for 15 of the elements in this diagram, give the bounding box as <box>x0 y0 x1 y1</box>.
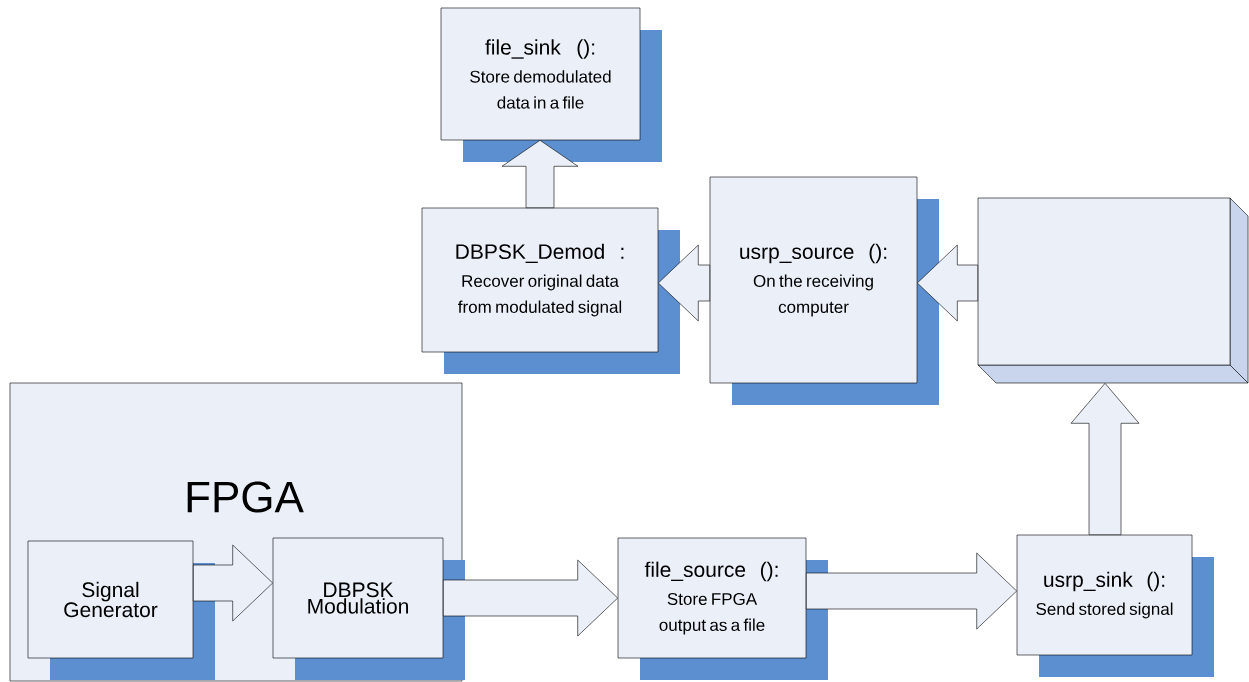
process-box: DBPSK_Demod : Recover original data from modulated signal <box>421 207 680 374</box>
process-box: usrp_sink (): Send stored signal <box>1016 534 1214 677</box>
block-arrow <box>917 244 978 322</box>
block-arrow <box>501 140 579 208</box>
block-arrow <box>806 552 1017 630</box>
block-arrow <box>1070 383 1140 535</box>
process-box: DBPSK Modulation <box>272 537 465 680</box>
process-box: Signal Generator <box>27 540 215 680</box>
block-arrow <box>658 244 710 322</box>
process-box: usrp_source (): On the receiving computer <box>709 176 939 405</box>
process-box: file_source (): Store FPGA output as a file <box>617 537 828 680</box>
block-arrow <box>443 559 618 637</box>
process-box: file_sink (): Store demodulated data in a file <box>440 7 662 162</box>
block-arrow <box>193 544 273 622</box>
device-box <box>977 197 1249 384</box>
